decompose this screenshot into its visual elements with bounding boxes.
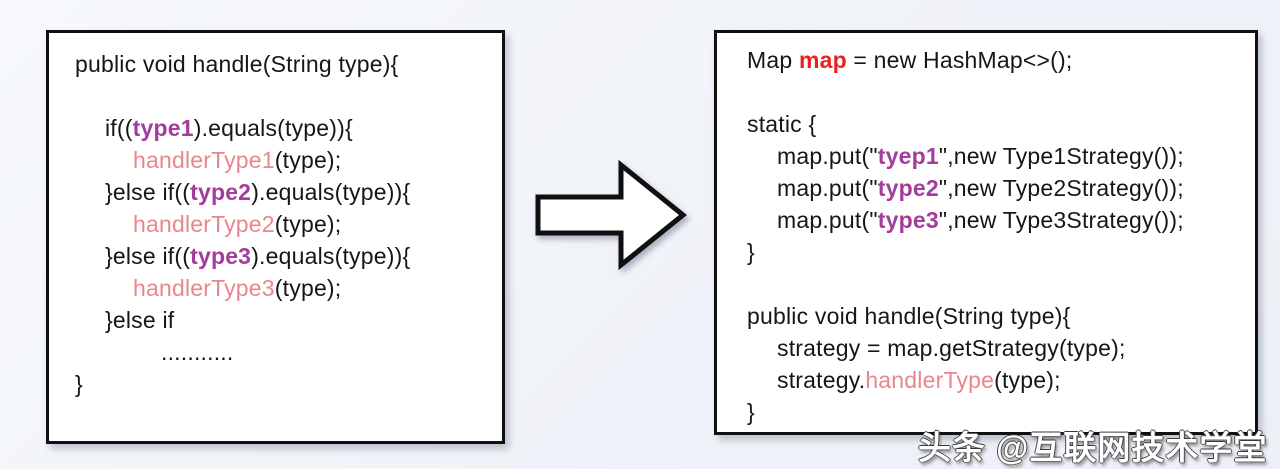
code-token-black: } bbox=[747, 239, 755, 265]
code-token-purple: tyep1 bbox=[877, 143, 939, 169]
code-token-black: }else if(( bbox=[105, 243, 191, 269]
code-token-black: map.put(" bbox=[777, 207, 878, 233]
code-token-black: ........... bbox=[161, 339, 234, 365]
code-token-purple: type2 bbox=[190, 179, 252, 205]
code-token-black: ",new Type3Strategy()); bbox=[938, 207, 1184, 233]
code-token-purple: type1 bbox=[132, 115, 194, 141]
code-token-black: (type); bbox=[274, 211, 342, 237]
code-token-salmon: handlerType bbox=[865, 367, 995, 393]
code-line: handlerType1(type); bbox=[75, 144, 494, 176]
code-token-black: strategy = map.getStrategy(type); bbox=[777, 335, 1126, 361]
code-line: handlerType3(type); bbox=[75, 272, 494, 304]
code-token-black: (type); bbox=[274, 275, 342, 301]
code-line: Map map = new HashMap<>(); bbox=[747, 44, 1251, 76]
code-token-salmon: handlerType2 bbox=[133, 211, 275, 237]
watermark: 头条 @互联网技术学堂 bbox=[918, 429, 1268, 466]
code-line: }else if((type2).equals(type)){ bbox=[75, 176, 494, 208]
code-line bbox=[747, 76, 1251, 108]
code-token-black: }else if bbox=[105, 307, 175, 333]
code-token-black: } bbox=[75, 371, 83, 397]
code-token-black: }else if(( bbox=[105, 179, 191, 205]
code-token-black: } bbox=[747, 399, 755, 425]
code-token-black: Map bbox=[747, 47, 799, 73]
left-code-block: public void handle(String type){ if((typ… bbox=[75, 48, 494, 400]
code-token-black: ).equals(type)){ bbox=[251, 243, 411, 269]
code-token-black: ",new Type2Strategy()); bbox=[938, 175, 1184, 201]
code-line bbox=[747, 268, 1251, 300]
code-token-black: ).equals(type)){ bbox=[193, 115, 353, 141]
code-line bbox=[75, 80, 494, 112]
code-line: handlerType2(type); bbox=[75, 208, 494, 240]
code-token-black: = new HashMap<>(); bbox=[846, 47, 1073, 73]
code-token-black: (type); bbox=[994, 367, 1061, 393]
code-token-black: ).equals(type)){ bbox=[251, 179, 411, 205]
code-line: ........... bbox=[75, 336, 494, 368]
code-token-black: public void handle(String type){ bbox=[747, 303, 1071, 329]
code-line: }else if((type3).equals(type)){ bbox=[75, 240, 494, 272]
code-token-black: ",new Type1Strategy()); bbox=[938, 143, 1184, 169]
code-token-black: strategy. bbox=[777, 367, 866, 393]
code-line: static { bbox=[747, 108, 1251, 140]
code-line: map.put("type3",new Type3Strategy()); bbox=[747, 204, 1251, 236]
right-code-block: Map map = new HashMap<>(); static { map.p… bbox=[747, 44, 1251, 428]
right-arrow-icon bbox=[535, 160, 687, 270]
code-line: map.put("tyep1",new Type1Strategy()); bbox=[747, 140, 1251, 172]
code-token-purple: type2 bbox=[877, 175, 939, 201]
code-line: public void handle(String type){ bbox=[75, 48, 494, 80]
code-line: } bbox=[747, 236, 1251, 268]
if-else-code-box: public void handle(String type){ if((typ… bbox=[46, 30, 505, 444]
code-line: } bbox=[747, 396, 1251, 428]
code-line: }else if bbox=[75, 304, 494, 336]
code-line: } bbox=[75, 368, 494, 400]
code-token-black: static { bbox=[747, 111, 817, 137]
code-token-black: map.put(" bbox=[777, 143, 878, 169]
code-token-black: (type); bbox=[274, 147, 342, 173]
code-token-purple: type3 bbox=[190, 243, 252, 269]
code-token-black: map.put(" bbox=[777, 175, 878, 201]
code-token-salmon: handlerType3 bbox=[133, 275, 275, 301]
code-line: strategy.handlerType(type); bbox=[747, 364, 1251, 396]
code-line: if((type1).equals(type)){ bbox=[75, 112, 494, 144]
transform-arrow bbox=[535, 160, 687, 270]
code-line: map.put("type2",new Type2Strategy()); bbox=[747, 172, 1251, 204]
code-token-black: public void handle(String type){ bbox=[75, 51, 399, 77]
code-token-red: map bbox=[798, 47, 847, 73]
code-line: public void handle(String type){ bbox=[747, 300, 1251, 332]
code-token-purple: type3 bbox=[877, 207, 939, 233]
strategy-map-code-box: Map map = new HashMap<>(); static { map.p… bbox=[714, 30, 1258, 435]
code-line: strategy = map.getStrategy(type); bbox=[747, 332, 1251, 364]
code-token-salmon: handlerType1 bbox=[133, 147, 275, 173]
code-token-black: if(( bbox=[105, 115, 133, 141]
